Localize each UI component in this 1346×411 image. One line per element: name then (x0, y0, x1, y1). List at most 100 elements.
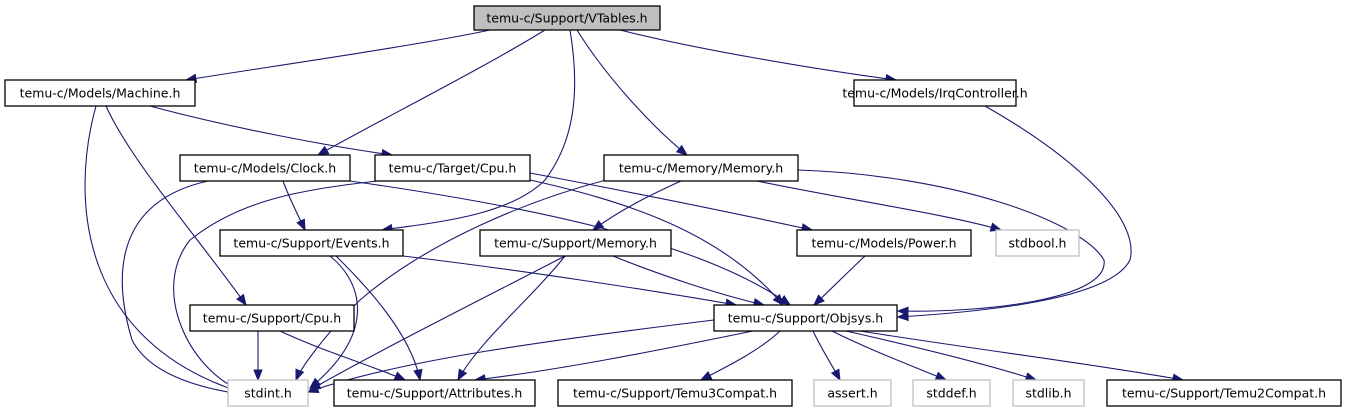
edge-events-to-objsys (402, 255, 738, 308)
node-label: stdlib.h (1025, 386, 1071, 401)
edge-supcpu-to-stdint (253, 330, 263, 382)
arrowhead-icon (316, 145, 330, 156)
node-box (219, 229, 404, 257)
node-box (473, 5, 661, 31)
edge-line (831, 330, 947, 381)
node-box (333, 379, 536, 407)
node-temu-c-models-power-h[interactable]: temu-c/Models/Power.h (796, 229, 972, 257)
edge-line (121, 180, 241, 395)
node-temu-c-target-cpu-h[interactable]: temu-c/Target/Cpu.h (374, 154, 531, 182)
arrowhead-icon (699, 370, 713, 381)
node-label: assert.h (827, 386, 877, 401)
node-label: temu-c/Support/Events.h (233, 236, 389, 251)
node-temu-c-support-cpu-h[interactable]: temu-c/Support/Cpu.h (189, 304, 355, 332)
edge-line (173, 180, 378, 391)
edge-line (797, 169, 1105, 312)
edge-irq-to-objsys (896, 105, 1132, 322)
node-box (603, 154, 799, 182)
node-label: temu-c/Memory/Memory.h (619, 161, 783, 176)
edge-objsys-to-stdlib (845, 330, 1038, 382)
node-temu-c-memory-memory-h[interactable]: temu-c/Memory/Memory.h (603, 154, 799, 182)
edge-supmem-to-attrs (457, 255, 566, 382)
edge-line (859, 330, 1184, 381)
node-temu-c-support-temu2compat-h[interactable]: temu-c/Support/Temu2Compat.h (1106, 379, 1342, 407)
edge-line (756, 180, 1002, 231)
edge-line (529, 172, 813, 231)
arrowhead-icon (413, 368, 423, 382)
edge-objsys-to-assert (812, 330, 841, 382)
node-temu-c-models-clock-h[interactable]: temu-c/Models/Clock.h (179, 154, 351, 182)
edge-memmem-to-supmem (591, 180, 682, 231)
arrowhead-icon (306, 384, 320, 394)
node-label: temu-c/Models/Machine.h (20, 86, 181, 101)
edge-vtables-to-clock (316, 29, 546, 156)
edge-line (897, 105, 1132, 318)
node-box (179, 154, 351, 182)
edge-memmem-to-stdint (295, 179, 607, 382)
node-box (227, 379, 309, 407)
edge-vtables-to-events (380, 29, 576, 234)
node-temu-c-support-events-h[interactable]: temu-c/Support/Events.h (219, 229, 404, 257)
node-box (713, 304, 898, 332)
edge-line (619, 29, 897, 81)
edge-tcpu-to-power (529, 172, 814, 233)
node-temu-c-models-machine-h[interactable]: temu-c/Models/Machine.h (4, 79, 196, 107)
edge-line (149, 105, 393, 156)
node-box (912, 379, 991, 407)
node-assert-h: assert.h (813, 379, 892, 407)
node-label: temu-c/Support/Attributes.h (347, 386, 523, 401)
edge-line (845, 330, 1037, 381)
arrowhead-icon (236, 293, 247, 307)
arrowhead-icon (813, 294, 825, 306)
edge-line (457, 255, 566, 381)
node-temu-c-support-objsys-h[interactable]: temu-c/Support/Objsys.h (713, 304, 898, 332)
arrowhead-icon (772, 293, 784, 307)
edge-line (612, 255, 765, 306)
arrowhead-icon (253, 369, 263, 382)
node-box (4, 79, 196, 107)
arrowhead-icon (896, 306, 909, 316)
node-temu-c-models-irqcontroller-h[interactable]: temu-c/Models/IrqController.h (842, 79, 1028, 107)
edge-memmem-to-objsys (797, 169, 1105, 316)
edge-vtables-to-memmem (576, 29, 689, 156)
edge-objsys-to-stddef (831, 330, 948, 381)
edge-line (592, 180, 682, 231)
arrowhead-icon (457, 368, 468, 382)
edge-line (185, 29, 491, 81)
node-temu-c-support-attributes-h[interactable]: temu-c/Support/Attributes.h (333, 379, 536, 407)
node-label: temu-c/Support/Temu2Compat.h (1122, 386, 1326, 401)
node-label: temu-c/Support/Temu3Compat.h (573, 386, 777, 401)
node-temu-c-support-temu3compat-h[interactable]: temu-c/Support/Temu3Compat.h (557, 379, 793, 407)
edge-vtables-to-machine (184, 29, 491, 84)
arrowhead-icon (296, 218, 306, 232)
nodes-layer: temu-c/Support/VTables.h temu-c/Models/Ma… (4, 5, 1342, 407)
edge-power-to-objsys (813, 255, 866, 306)
edge-line (295, 179, 607, 381)
edge-events-to-attrs (335, 255, 423, 382)
arrowhead-icon (295, 368, 305, 382)
node-label: temu-c/Models/Power.h (811, 236, 956, 251)
edge-memmem-to-stdbool (756, 180, 1003, 232)
edge-line (84, 105, 241, 393)
arrowhead-icon (934, 371, 948, 381)
edge-clock-to-events (282, 180, 306, 232)
edge-tcpu-to-stdint (173, 180, 378, 391)
node-box (189, 304, 355, 332)
node-label: stddef.h (926, 386, 976, 401)
node-stdint-h: stdint.h (227, 379, 309, 407)
edge-line (317, 29, 546, 156)
edge-line (474, 330, 754, 381)
node-temu-c-support-memory-h[interactable]: temu-c/Support/Memory.h (479, 229, 672, 257)
node-label: temu-c/Support/Memory.h (494, 236, 657, 251)
arrowhead-icon (675, 144, 689, 156)
node-box (1012, 379, 1085, 407)
arrowhead-icon (830, 368, 841, 382)
node-box (1106, 379, 1342, 407)
node-box (813, 379, 892, 407)
edge-objsys-to-t3 (699, 330, 781, 381)
node-temu-c-support-vtables-h[interactable]: temu-c/Support/VTables.h (473, 5, 661, 31)
edge-supmem-to-objsys (612, 255, 766, 308)
node-label: temu-c/Target/Cpu.h (389, 161, 517, 176)
edge-line (381, 29, 576, 231)
